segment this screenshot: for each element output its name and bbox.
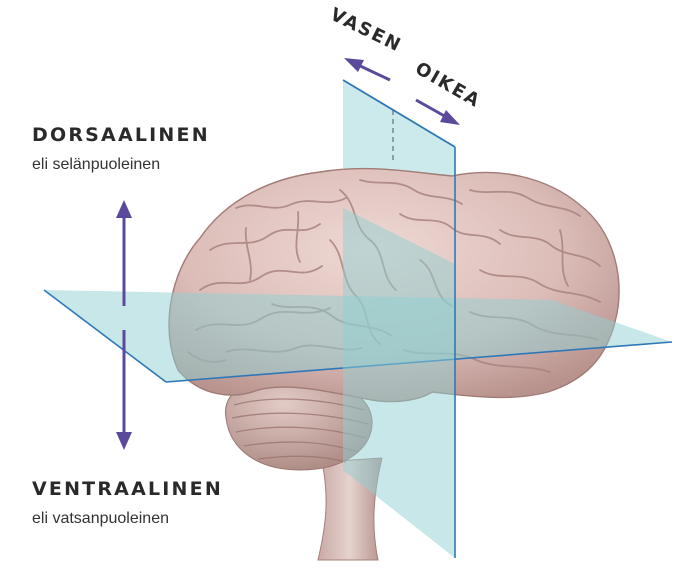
dorsal-label: DORSAALINEN: [32, 124, 210, 146]
ventral-sublabel: eli vatsanpuoleinen: [32, 510, 169, 528]
dorsal-sublabel: eli selänpuoleinen: [32, 156, 160, 174]
ventral-label: VENTRAALINEN: [32, 478, 223, 500]
arrow-right-icon: [416, 100, 460, 125]
arrow-up-icon: [116, 200, 132, 306]
arrow-left-icon: [344, 58, 390, 80]
